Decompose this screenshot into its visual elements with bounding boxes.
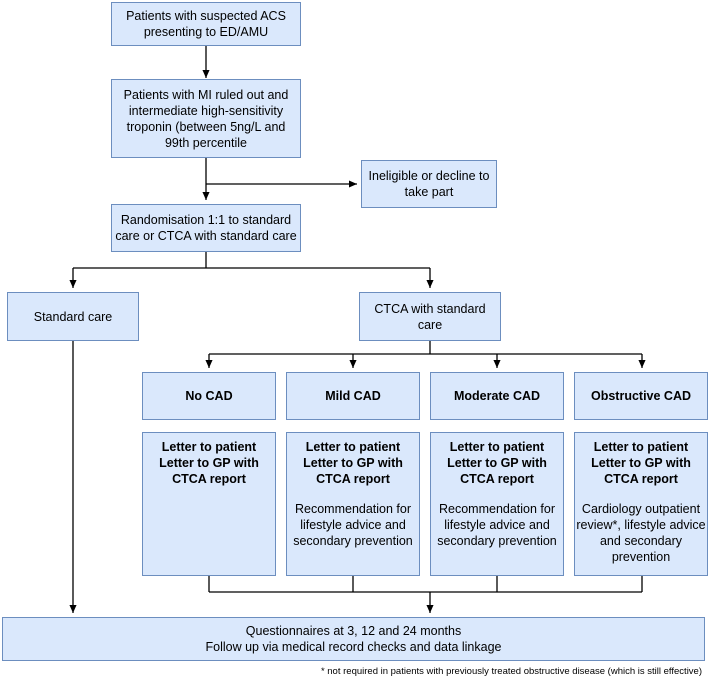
mi-ruled-out-box: Patients with MI ruled out and intermedi… <box>111 79 301 158</box>
questionnaires-box: Questionnaires at 3, 12 and 24 months Fo… <box>2 617 705 661</box>
letter-moderate-cad: Letter to patient Letter to GP with CTCA… <box>447 440 547 486</box>
recommendation-moderate-cad: Recommendation for lifestyle advice and … <box>437 502 557 548</box>
mild-cad-box: Mild CAD <box>286 372 420 420</box>
ctca-standard-care-box: CTCA with standard care <box>359 292 501 341</box>
moderate-cad-box: Moderate CAD <box>430 372 564 420</box>
recommendation-mild-cad: Recommendation for lifestyle advice and … <box>293 502 413 548</box>
standard-care-box: Standard care <box>7 292 139 341</box>
letter-obstructive-cad: Letter to patient Letter to GP with CTCA… <box>591 440 691 486</box>
letter-mild-cad: Letter to patient Letter to GP with CTCA… <box>303 440 403 486</box>
recommendation-obstructive-cad: Cardiology outpatient review*, lifestyle… <box>576 502 706 564</box>
suspected-acs-box: Patients with suspected ACS presenting t… <box>111 2 301 46</box>
outcome-no-cad-box: Letter to patient Letter to GP with CTCA… <box>142 432 276 576</box>
randomisation-box: Randomisation 1:1 to standard care or CT… <box>111 204 301 252</box>
ineligible-box: Ineligible or decline to take part <box>361 160 497 208</box>
outcome-mild-cad-box: Letter to patient Letter to GP with CTCA… <box>286 432 420 576</box>
footnote: * not required in patients with previous… <box>320 666 702 677</box>
obstructive-cad-box: Obstructive CAD <box>574 372 708 420</box>
letter-no-cad: Letter to patient Letter to GP with CTCA… <box>159 440 259 486</box>
no-cad-box: No CAD <box>142 372 276 420</box>
outcome-moderate-cad-box: Letter to patient Letter to GP with CTCA… <box>430 432 564 576</box>
outcome-obstructive-cad-box: Letter to patient Letter to GP with CTCA… <box>574 432 708 576</box>
